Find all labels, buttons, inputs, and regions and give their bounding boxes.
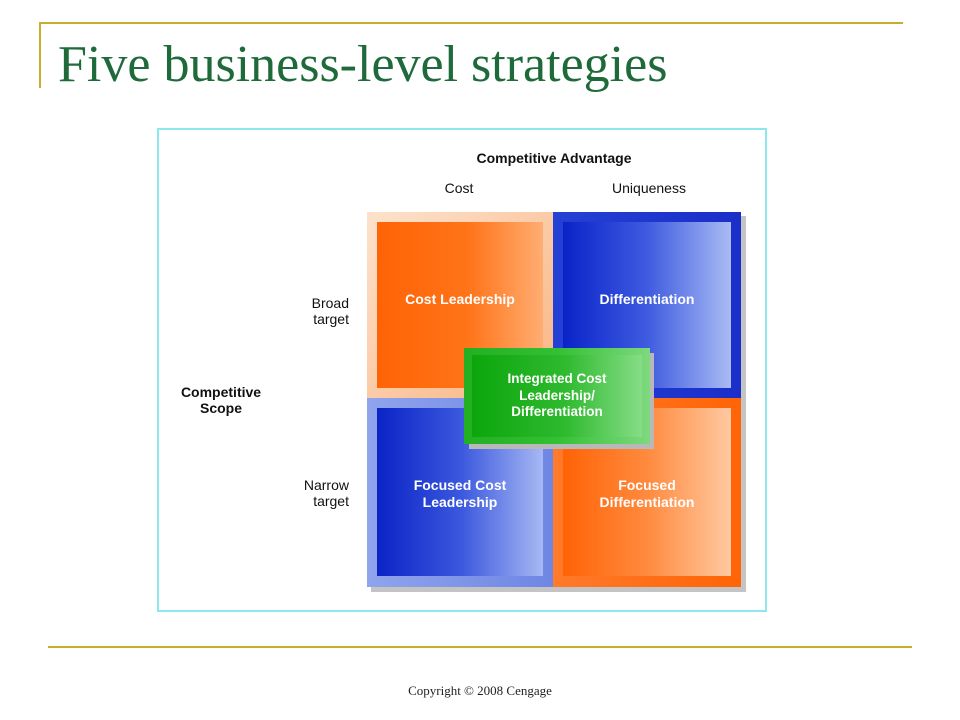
competitive-scope-line: Competitive [180, 384, 262, 400]
row-label-broad-target: Broad target [279, 295, 349, 327]
cell-label-line: Differentiation [511, 404, 603, 420]
integrated-cost-leadership-differentiation: Integrated Cost Leadership/ Differentiat… [464, 348, 650, 444]
cell-label-line: Focused Cost [413, 477, 507, 493]
integrated-label: Integrated Cost Leadership/ Differentiat… [507, 371, 606, 421]
cell-label-line: Focused [618, 477, 676, 493]
cell-label-line: Leadership [422, 494, 498, 510]
competitive-scope-label: Competitive Scope [171, 384, 271, 416]
cell-label-line: Differentiation [599, 290, 695, 307]
cell-label-line: Leadership/ [519, 387, 595, 403]
cell-label-line: Integrated Cost [507, 371, 607, 387]
focused-cost-leadership-label: Focused Cost Leadership [414, 477, 507, 511]
title-horizontal-rule [39, 22, 903, 24]
row-label-line: Narrow [303, 477, 349, 493]
row-label-line: Broad [311, 295, 349, 311]
grid-shadow-right [741, 216, 746, 592]
row-label-line: target [313, 311, 349, 327]
footer-rule [48, 646, 912, 648]
competitive-advantage-label: Competitive Advantage [476, 150, 632, 166]
row-label-narrow-target: Narrow target [279, 477, 349, 509]
cost-leadership-label: Cost Leadership [405, 291, 515, 308]
title-vertical-rule [39, 22, 41, 88]
competitive-scope-line: Scope [199, 400, 242, 416]
focused-differentiation-label: Focused Differentiation [600, 477, 695, 511]
cell-label-line: Cost Leadership [405, 290, 515, 307]
cell-label-line: Differentiation [599, 494, 695, 510]
column-label-uniqueness: Uniqueness [612, 180, 686, 196]
row-label-line: target [313, 493, 349, 509]
copyright-footer: Copyright © 2008 Cengage [408, 683, 552, 698]
grid-shadow-bottom [371, 587, 746, 592]
slide-title: Five business-level strategies [58, 36, 668, 93]
quadrant-cost-leadership: Cost Leadership [367, 212, 553, 398]
integrated-box: Integrated Cost Leadership/ Differentiat… [472, 355, 642, 437]
column-label-cost: Cost [444, 180, 474, 196]
strategy-diagram: Competitive Advantage Cost Uniqueness Co… [157, 128, 767, 612]
differentiation-label: Differentiation [600, 291, 695, 308]
